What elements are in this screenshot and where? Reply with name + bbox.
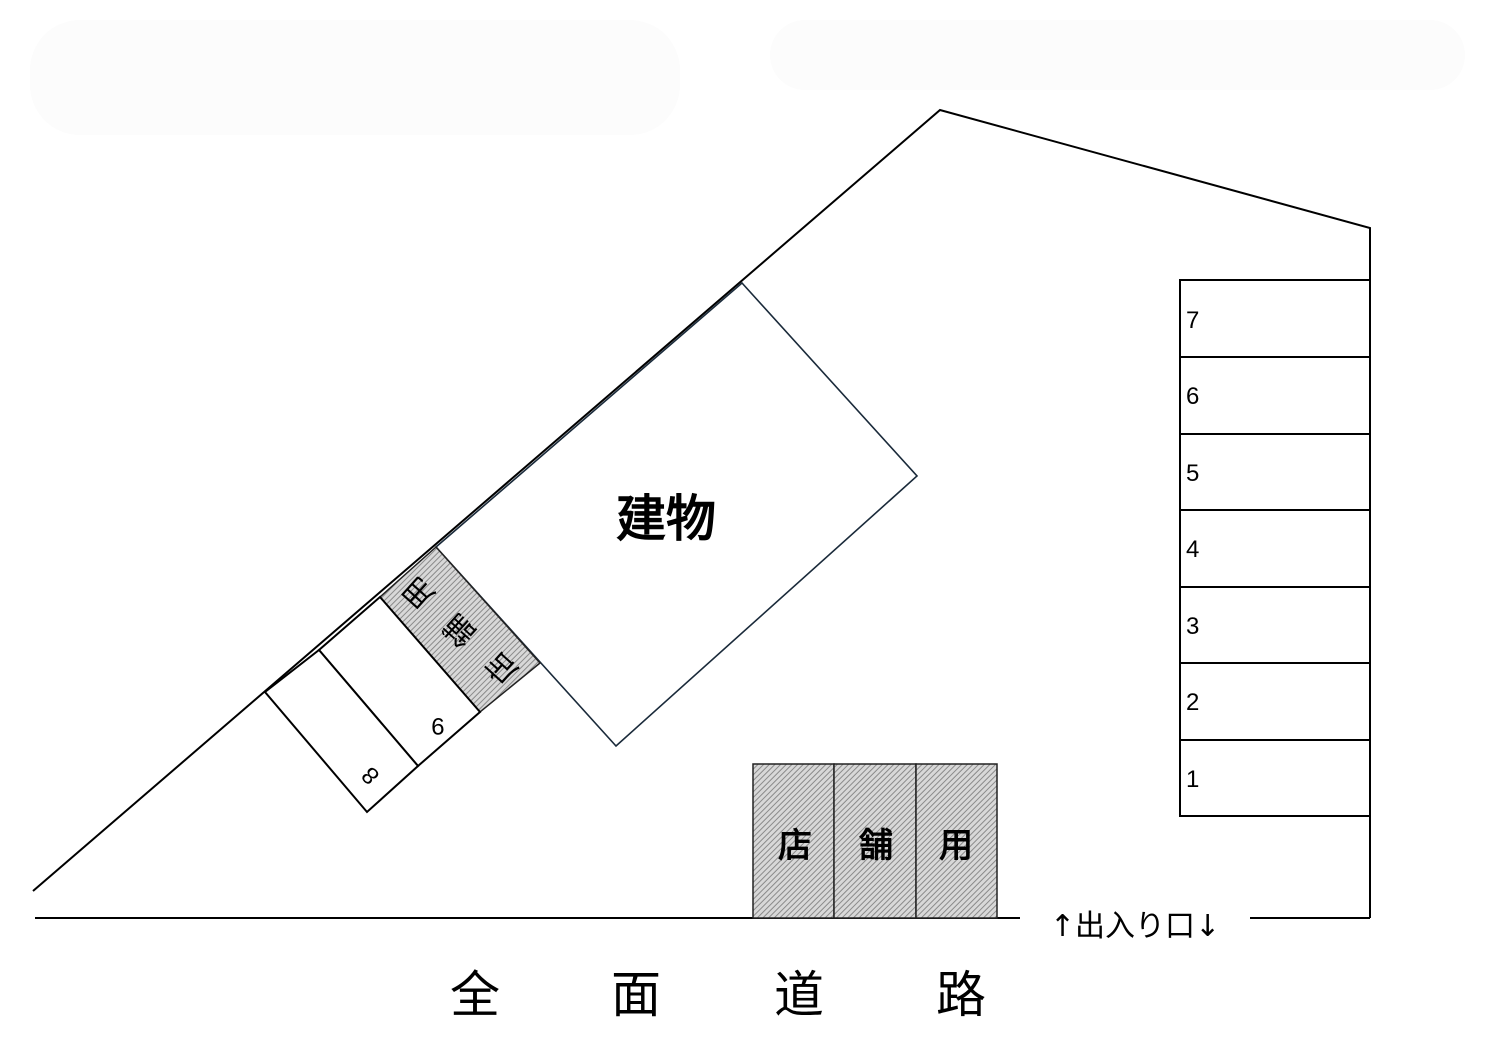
svg-text:路: 路 bbox=[936, 966, 986, 1024]
stall-9-number: 9 bbox=[431, 712, 444, 739]
svg-text:面: 面 bbox=[611, 966, 661, 1024]
stall-7 bbox=[1179, 279, 1371, 358]
stall-2-number: 2 bbox=[1186, 689, 1199, 716]
stall-3 bbox=[1179, 586, 1371, 664]
stall-2 bbox=[1179, 662, 1371, 741]
entrance-label: ↑出入り口↓ bbox=[1050, 909, 1220, 944]
stall-6 bbox=[1179, 356, 1371, 435]
stall-3-number: 3 bbox=[1186, 613, 1199, 640]
stall-1-number: 1 bbox=[1186, 766, 1199, 793]
stalls-right: 7 6 5 4 3 2 1 bbox=[1179, 279, 1371, 817]
svg-text:全: 全 bbox=[450, 966, 500, 1024]
svg-text:店: 店 bbox=[778, 826, 812, 866]
svg-text:道: 道 bbox=[774, 966, 824, 1024]
background-blob bbox=[30, 20, 680, 135]
stall-4-number: 4 bbox=[1186, 536, 1199, 563]
building bbox=[434, 281, 919, 748]
stall-5 bbox=[1179, 433, 1371, 511]
stall-1 bbox=[1179, 739, 1371, 817]
stall-6-number: 6 bbox=[1186, 383, 1199, 410]
road-label: 全 面 道 路 bbox=[450, 966, 986, 1024]
stall-8 bbox=[263, 648, 420, 814]
stall-4 bbox=[1179, 509, 1371, 588]
svg-text:用: 用 bbox=[939, 826, 973, 866]
shop-use-bottom: 店 舗 用 bbox=[752, 763, 998, 919]
svg-text:舗: 舗 bbox=[858, 826, 893, 866]
background-blob bbox=[770, 20, 1465, 90]
shop-stall-1 bbox=[752, 763, 835, 919]
stall-5-number: 5 bbox=[1186, 460, 1199, 487]
shop-stall-3 bbox=[915, 763, 998, 919]
building-label: 建物 bbox=[616, 490, 716, 548]
stall-7-number: 7 bbox=[1186, 307, 1199, 334]
shop-stall-2 bbox=[833, 763, 917, 919]
